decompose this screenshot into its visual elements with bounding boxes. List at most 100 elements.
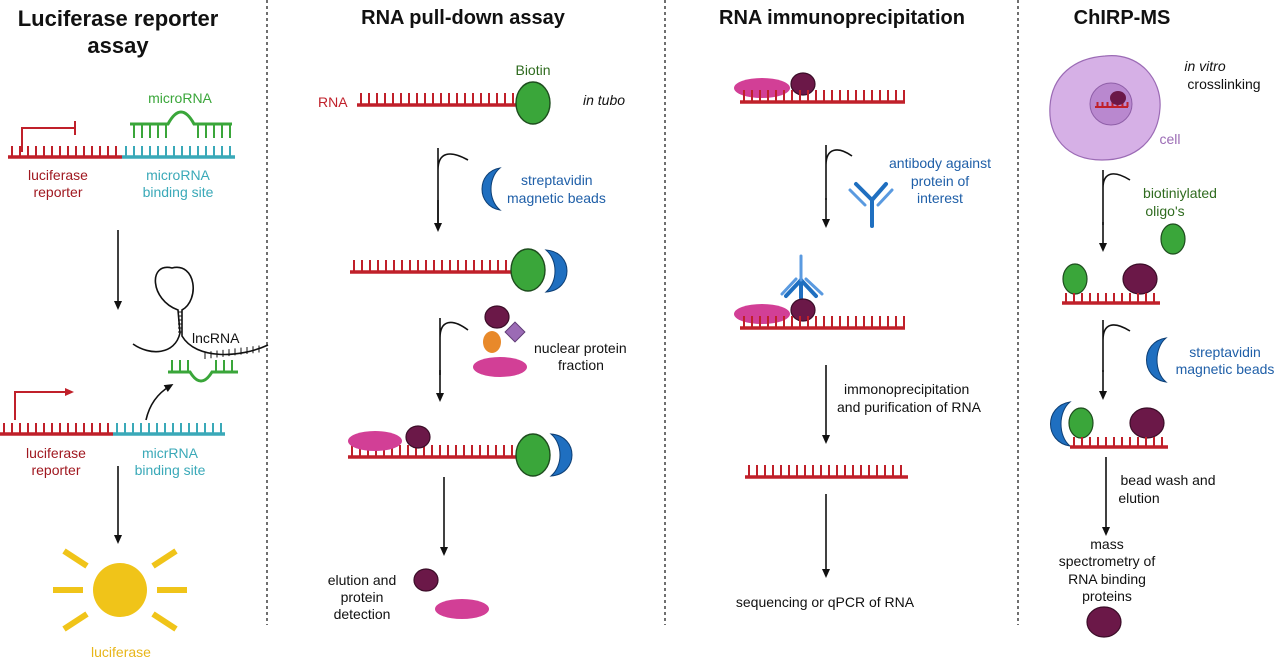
chirp-beads-label-2: magnetic beads xyxy=(1176,361,1275,377)
oligo-label-1: biotiniylated xyxy=(1143,185,1217,201)
ip-label-2: and purification of RNA xyxy=(837,399,982,415)
rip-bound-protein-purple xyxy=(790,298,816,322)
wash-label-2: elution xyxy=(1118,490,1159,506)
active-promoter-icon xyxy=(14,388,74,420)
luciferase-label: luciferase xyxy=(91,644,151,659)
wash-label-1: bead wash and xyxy=(1121,472,1216,488)
bound-antibody-icon xyxy=(780,254,824,300)
step-arrow-chirp-1 xyxy=(1102,170,1131,225)
chirp-rna-strand-2 xyxy=(1070,437,1168,449)
step-arrow-pd-1 xyxy=(437,148,469,228)
binding-site-label-1: microRNA xyxy=(146,167,210,183)
protein-orange-icon xyxy=(483,331,501,353)
antibody-label-2: protein of xyxy=(911,173,969,189)
rna-strand-1 xyxy=(357,93,518,107)
rip-rna-strand-1 xyxy=(740,90,905,104)
protein-diamond-icon xyxy=(504,321,526,343)
pd-beads-label-2: magnetic beads xyxy=(507,190,606,206)
panel-title-luciferase-1: Luciferase reporter xyxy=(18,6,219,31)
chirp-protein-bound-2 xyxy=(1129,407,1165,439)
panel-rip: RNA immunoprecipitation antibody against… xyxy=(719,7,991,610)
rna-strand-2 xyxy=(350,260,512,274)
bead-bound-icon xyxy=(544,249,568,293)
sequestration-arrow xyxy=(145,383,174,421)
invitro-label-2: crosslinking xyxy=(1187,76,1260,92)
protein-purple-icon xyxy=(484,305,510,329)
chirp-protein-bound xyxy=(1122,263,1158,295)
in-tubo-label: in tubo xyxy=(583,92,625,108)
ms-label-4: proteins xyxy=(1082,588,1132,604)
repressed-promoter-icon xyxy=(21,127,75,152)
nuclear-label-1: nuclear protein xyxy=(534,340,627,356)
panel-pulldown: RNA pull-down assay RNA Biotin in tubo s… xyxy=(318,7,627,622)
rip-protein-magenta xyxy=(734,78,790,98)
lncrna-label: lncRNA xyxy=(192,330,240,346)
ms-label-2: spectrometry of xyxy=(1059,553,1156,569)
binding2-label-1: micrRNA xyxy=(142,445,199,461)
binding2-label-2: binding site xyxy=(135,462,206,478)
elution-label-2: protein xyxy=(341,589,384,605)
binding-site-label-2: binding site xyxy=(143,184,214,200)
eluted-protein-purple xyxy=(413,568,439,592)
lncrna-stem-ticks xyxy=(178,311,182,333)
rip-bound-protein-magenta xyxy=(734,304,790,324)
invitro-label-1: in vitro xyxy=(1184,58,1225,74)
cell-label: cell xyxy=(1159,131,1180,147)
panel-title-pulldown: RNA pull-down assay xyxy=(361,7,566,29)
bead-bound-icon-2 xyxy=(549,433,573,477)
rna-strand-3 xyxy=(348,445,516,459)
nuclear-label-2: fraction xyxy=(558,357,604,373)
elution-label-1: elution and xyxy=(328,572,397,588)
microrna-label: microRNA xyxy=(148,90,212,106)
nucleus-icon xyxy=(1089,82,1133,126)
chirp-oligo-bound xyxy=(1062,263,1088,295)
chirp-bead-icon xyxy=(1146,337,1168,383)
panel-title-rip: RNA immunoprecipitation xyxy=(719,7,965,29)
rip-rna-strand-2 xyxy=(740,316,905,330)
antibody-label-3: interest xyxy=(917,190,963,206)
lncrna-strand xyxy=(132,266,269,356)
sequestered-microrna xyxy=(168,370,238,383)
ip-label-1: immonoprecipitation xyxy=(844,381,969,397)
rna-label: RNA xyxy=(318,94,348,110)
ms-label-3: RNA binding xyxy=(1068,571,1146,587)
antibody-label-1: antibody against xyxy=(889,155,991,171)
lncrna-tail-ticks xyxy=(204,345,260,359)
step-arrow-chirp-2 xyxy=(1102,320,1131,372)
eluted-protein-magenta xyxy=(435,599,489,619)
biotin-bound-icon-2 xyxy=(515,433,551,477)
biotin-label: Biotin xyxy=(515,62,550,78)
bound-protein-purple xyxy=(405,425,431,449)
luciferase-light-icon xyxy=(93,563,147,617)
step-arrow-pd-2 xyxy=(439,318,469,375)
bound-protein-magenta xyxy=(348,431,402,451)
ms-protein-icon xyxy=(1086,606,1122,638)
reporter-rna-strand-2 xyxy=(0,423,225,436)
panel-chirp: ChIRP-MS in vitro crosslinking cell biot… xyxy=(1049,7,1275,638)
microrna-strand xyxy=(130,110,232,126)
step-arrow-rip-1 xyxy=(825,145,853,200)
microrna-ticks xyxy=(133,124,231,138)
biotin-bound-icon xyxy=(510,248,546,292)
reporter2-label-2: reporter xyxy=(31,462,80,478)
streptavidin-bead-icon xyxy=(481,167,502,211)
rip-rna-strand-3 xyxy=(745,465,908,479)
panel-luciferase: Luciferase reporter assay microRNA lucif… xyxy=(0,6,269,659)
pd-beads-label-1: streptavidin xyxy=(521,172,593,188)
reporter-label-1: luciferase xyxy=(28,167,88,183)
panel-title-chirp: ChIRP-MS xyxy=(1074,7,1171,29)
elution-label-3: detection xyxy=(334,606,391,622)
chirp-bead-bound xyxy=(1050,401,1072,447)
biotin-icon xyxy=(515,81,551,125)
rip-protein-purple xyxy=(790,72,816,96)
protein-magenta-icon xyxy=(473,357,527,377)
chirp-beads-label-1: streptavidin xyxy=(1189,344,1261,360)
reporter2-label-1: luciferase xyxy=(26,445,86,461)
ms-label-1: mass xyxy=(1090,536,1123,552)
oligo-label-2: oligo's xyxy=(1145,203,1184,219)
oligo-icon xyxy=(1160,223,1186,255)
reporter-label-2: reporter xyxy=(33,184,82,200)
cell-protein-purple xyxy=(1110,91,1126,105)
panel-title-luciferase-2: assay xyxy=(87,33,149,58)
